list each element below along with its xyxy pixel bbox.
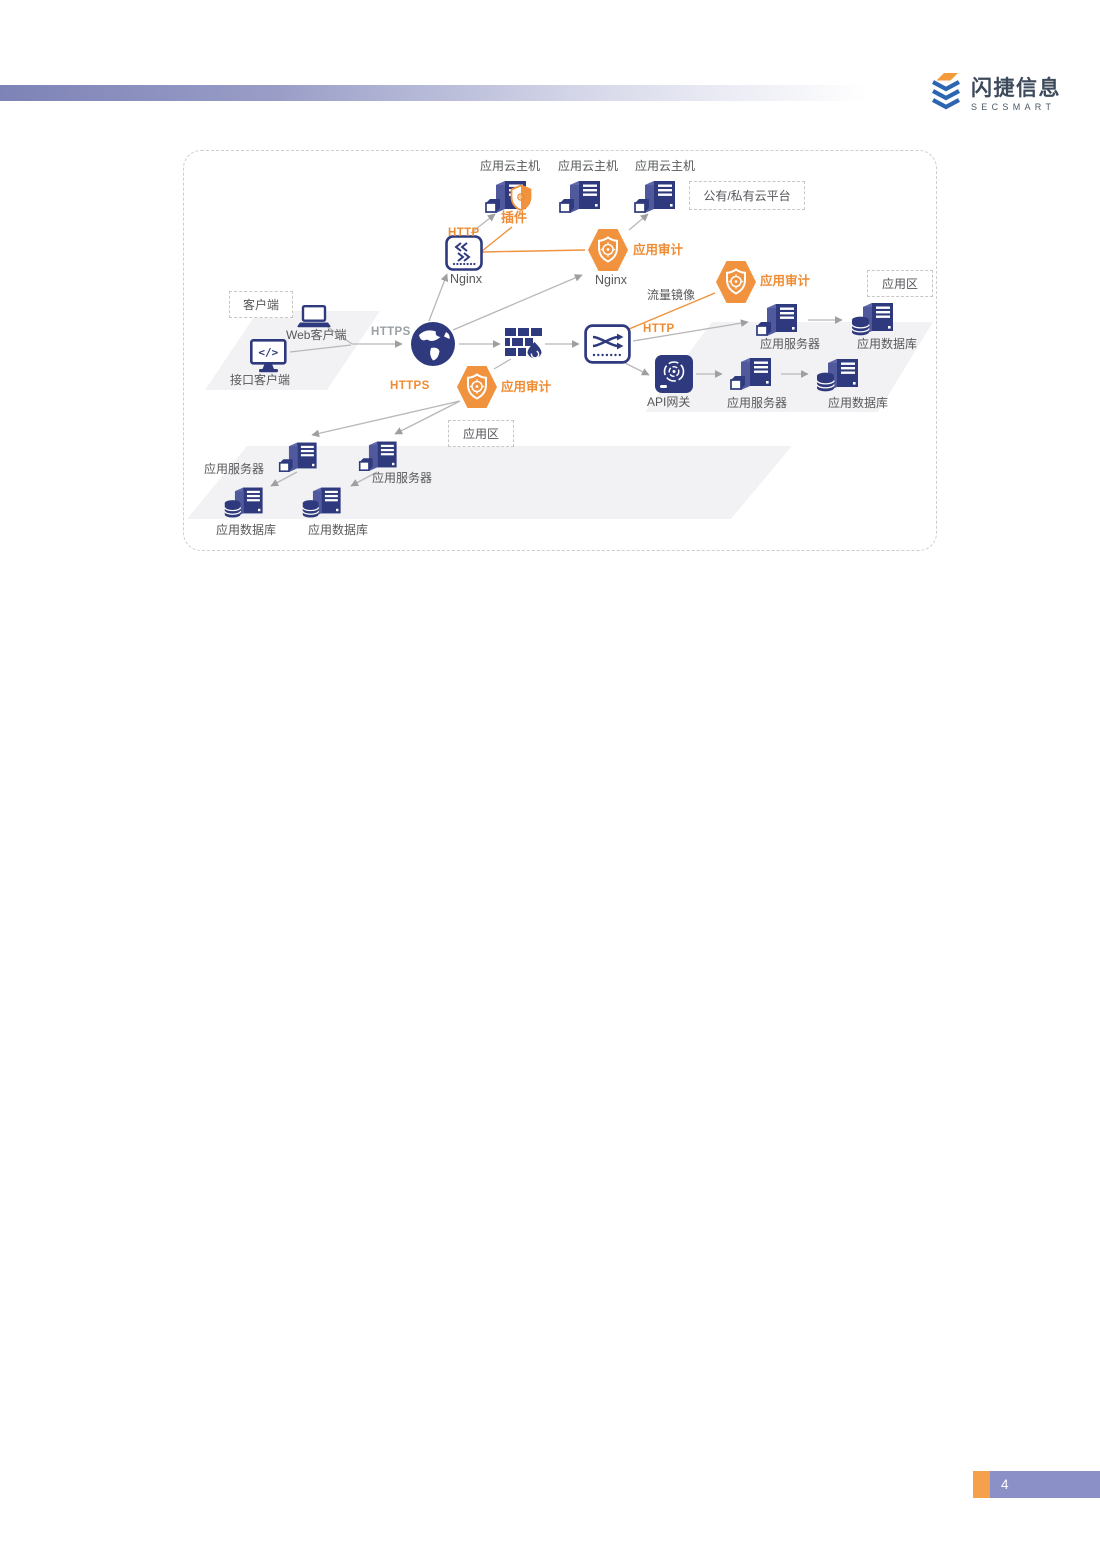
- cloud-host-2-server-icon: [556, 175, 608, 215]
- page-footer-accent: [973, 1471, 990, 1498]
- app-db-bottom-right-icon: [814, 353, 866, 393]
- http-label-top: HTTP: [448, 227, 480, 239]
- brand-text: 闪捷信息 SECSMART: [971, 77, 1061, 112]
- app-server-bl-2-icon: [356, 436, 404, 473]
- app-zone-bottom-label: 应用区: [462, 427, 499, 441]
- switch-icon: [584, 324, 631, 364]
- https-label-bottom: HTTPS: [390, 380, 430, 392]
- api-client-glyph: </>: [258, 346, 278, 359]
- api-gateway-icon: [655, 355, 693, 393]
- app-zone-right-box: 应用区: [867, 270, 933, 297]
- nginx-load-balancer-icon: [445, 235, 483, 271]
- api-client-label: 接口客户端: [230, 373, 291, 387]
- client-zone-label: 客户端: [242, 298, 279, 312]
- app-audit-shield-3-icon: [456, 365, 498, 409]
- brand-logo: 闪捷信息 SECSMART: [929, 66, 1079, 122]
- app-db-top-right-icon: [849, 297, 901, 337]
- brand-name: 闪捷信息: [971, 76, 1061, 100]
- header-gradient-bar: [0, 85, 893, 101]
- client-zone-box: 客户端: [229, 291, 293, 318]
- app-server-bl-1-label: 应用服务器: [204, 462, 265, 476]
- app-audit-1-label: 应用审计: [633, 243, 684, 257]
- app-db-bottom-right-label: 应用数据库: [828, 396, 889, 410]
- app-db-bl-2-icon: [300, 482, 348, 519]
- plugin-label: 插件: [501, 210, 528, 225]
- cloud-platform-box: 公有/私有云平台: [689, 181, 805, 210]
- cloud-host-3-server-icon: [631, 175, 683, 215]
- app-server-top-right-icon: [753, 298, 805, 338]
- api-gateway-label: API网关: [647, 395, 691, 409]
- app-db-bl-1-label: 应用数据库: [216, 523, 277, 537]
- page-footer-bar: 4: [990, 1471, 1100, 1498]
- cloud-host-3-label: 应用云主机: [634, 159, 695, 173]
- app-server-top-right-label: 应用服务器: [760, 337, 821, 351]
- app-server-bl-2-label: 应用服务器: [372, 471, 433, 485]
- traffic-mirror-label: 流量镜像: [647, 288, 696, 302]
- nginx-mid-label: Nginx: [595, 273, 627, 287]
- app-server-bl-1-icon: [276, 437, 324, 474]
- firewall-icon: [505, 328, 542, 359]
- app-audit-3-label: 应用审计: [501, 380, 552, 394]
- web-client-label: Web客户端: [286, 328, 347, 342]
- internet-globe-icon: [411, 322, 455, 366]
- app-zone-bottom-box: 应用区: [448, 420, 514, 447]
- app-audit-2-label: 应用审计: [760, 274, 811, 288]
- app-zone-right-label: 应用区: [881, 277, 918, 291]
- plugin-shield-icon: [510, 184, 532, 211]
- app-server-bottom-right-label: 应用服务器: [727, 396, 788, 410]
- cloud-platform-label: 公有/私有云平台: [703, 189, 791, 203]
- nginx-top-label: Nginx: [450, 272, 482, 286]
- web-client-laptop-icon: [297, 305, 331, 328]
- cloud-host-2-label: 应用云主机: [557, 159, 618, 173]
- diagram-dashed-border: [183, 150, 937, 551]
- brand-logo-icon: [932, 73, 960, 110]
- app-db-bl-2-label: 应用数据库: [308, 523, 369, 537]
- app-server-bottom-right-icon: [727, 352, 779, 392]
- https-label-top: HTTPS: [371, 326, 411, 338]
- api-client-monitor-icon: </>: [250, 339, 287, 373]
- app-db-bl-1-icon: [222, 482, 270, 519]
- app-audit-shield-2-icon: [715, 260, 757, 304]
- page-number: 4: [1001, 1477, 1009, 1492]
- app-audit-shield-1-icon: [587, 228, 629, 272]
- http-label-right: HTTP: [643, 323, 675, 335]
- brand-subname: SECSMART: [971, 101, 1056, 112]
- app-db-top-right-label: 应用数据库: [857, 337, 918, 351]
- cloud-host-1-label: 应用云主机: [479, 159, 540, 173]
